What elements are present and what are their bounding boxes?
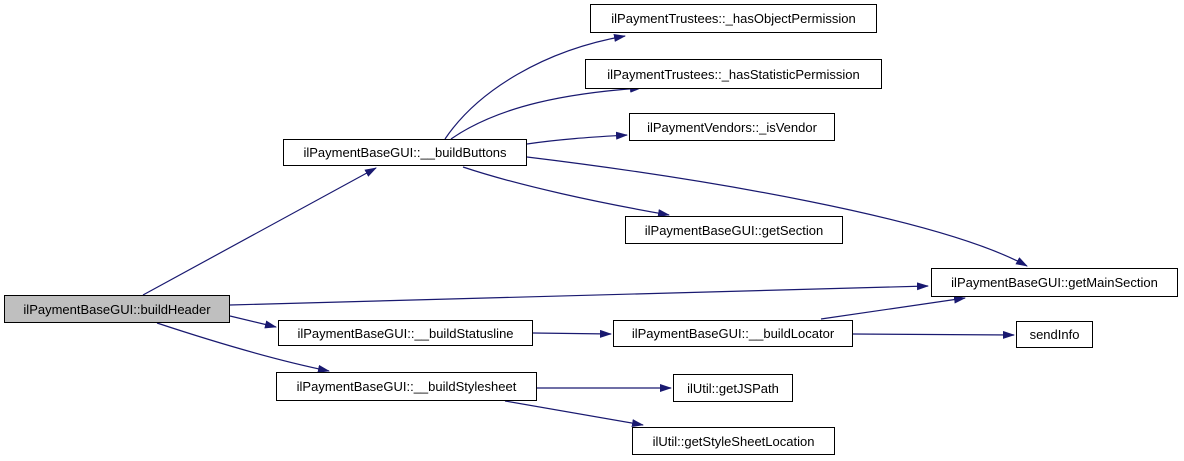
edge-buildButtons-to-hasObjectPermission bbox=[444, 33, 626, 140]
edge-buildButtons-to-getSection bbox=[462, 166, 670, 218]
edge-buildHeader-to-buildStylesheet bbox=[156, 322, 330, 373]
edge-buildLocator-to-getMainSection bbox=[820, 295, 966, 320]
edge-buildStylesheet-to-getStyleSheetLocation bbox=[504, 400, 644, 428]
node-getstylesheetlocation[interactable]: ilUtil::getStyleSheetLocation bbox=[632, 427, 835, 455]
edge-buildButtons-to-isVendor bbox=[526, 131, 628, 145]
edge-buildButtons-to-hasStatisticPermission bbox=[450, 84, 642, 140]
node-buildstatusline[interactable]: ilPaymentBaseGUI::__buildStatusline bbox=[278, 320, 533, 346]
edge-buildHeader-to-getMainSection bbox=[229, 282, 929, 306]
node-hasstatisticpermission[interactable]: ilPaymentTrustees::_hasStatisticPermissi… bbox=[585, 59, 882, 89]
node-getmainsection[interactable]: ilPaymentBaseGUI::getMainSection bbox=[931, 268, 1178, 297]
edge-buildHeader-to-buildButtons bbox=[142, 167, 377, 296]
node-buildbuttons[interactable]: ilPaymentBaseGUI::__buildButtons bbox=[283, 139, 527, 166]
node-isvendor[interactable]: ilPaymentVendors::_isVendor bbox=[629, 113, 835, 141]
edge-buildHeader-to-buildStatusline bbox=[229, 315, 277, 329]
node-getjspath[interactable]: ilUtil::getJSPath bbox=[673, 374, 793, 402]
node-buildlocator[interactable]: ilPaymentBaseGUI::__buildLocator bbox=[613, 320, 853, 347]
node-getsection[interactable]: ilPaymentBaseGUI::getSection bbox=[625, 216, 843, 244]
node-buildheader: ilPaymentBaseGUI::buildHeader bbox=[4, 295, 230, 323]
node-hasobjectpermission[interactable]: ilPaymentTrustees::_hasObjectPermission bbox=[590, 4, 877, 33]
node-sendinfo[interactable]: sendInfo bbox=[1016, 321, 1093, 348]
node-buildstylesheet[interactable]: ilPaymentBaseGUI::__buildStylesheet bbox=[276, 372, 537, 401]
edge-buildStatusline-to-buildLocator bbox=[532, 329, 612, 338]
edge-buildLocator-to-sendInfo bbox=[852, 330, 1015, 339]
edge-buildButtons-to-getMainSection bbox=[526, 156, 1028, 267]
